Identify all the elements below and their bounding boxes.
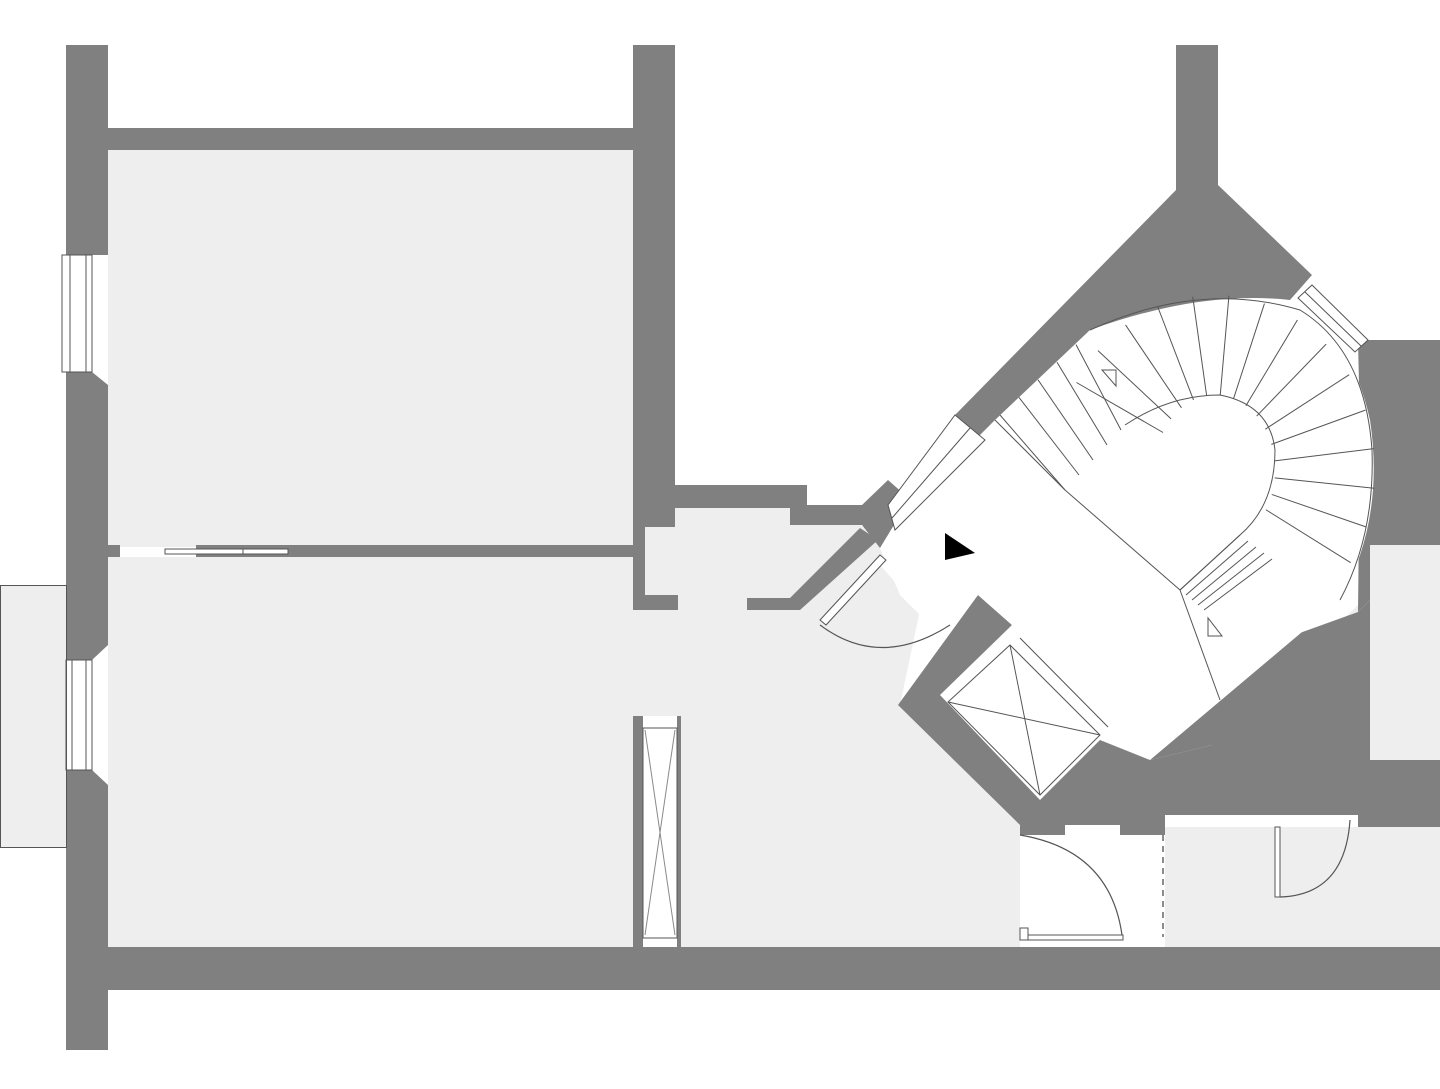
wall-left-lower [66,770,108,1050]
stair-tower-wall-right [1358,340,1440,612]
door-hall-leaf [819,554,887,626]
wall-top [108,128,633,150]
window-stair-top-right-line [1304,291,1362,347]
stair-tread [1125,324,1182,409]
stair-tread [1056,361,1108,446]
door-bottom-swing [1019,834,1123,936]
stair-tread [1265,374,1350,430]
wall-bottom [108,947,1440,990]
wardrobe [642,727,678,939]
room-lower-left-floor [108,557,635,947]
room-upper-left-floor [108,150,633,547]
stair-outer-arc [1089,298,1373,601]
stair-tread [1076,382,1164,433]
stair-landing [880,298,1374,760]
sliding-door-panel-a [164,548,244,555]
corridor-right-floor [1165,827,1440,947]
window-stair-left-line [891,427,971,519]
sliding-door-panel-b [242,548,289,555]
wardrobe-box [642,727,678,939]
elevator-icon [947,637,1109,796]
hall-floor [633,508,1020,947]
stair-tread [1037,379,1094,461]
window-left-lower [65,659,93,771]
wall-partition-middle [196,545,633,557]
stair-tread [999,414,1066,491]
stair-tread [1018,397,1080,476]
window-left-upper [61,254,93,373]
door-hall-swing [819,624,951,648]
stair-divider [1064,489,1181,591]
stair-tread [1157,306,1194,401]
stair-tread [1075,344,1122,431]
stair-tread [1274,448,1374,462]
wall-hall-top [675,485,862,525]
stair-tread [1274,477,1375,489]
stair-direction-arrow-bottom [1207,616,1224,637]
stair-tread [1203,558,1273,611]
elevator-door-line [1019,637,1109,728]
stair-tread [1271,409,1366,445]
wall-partition-stub [108,545,120,557]
stair-tread [1271,493,1367,528]
stair-landing-edge-lower [1179,589,1221,701]
wall-stub-right-bottom [1358,815,1440,827]
stair-tread [1245,319,1298,406]
door-right-swing [1279,819,1351,898]
elevator-cross-b [947,701,1101,736]
door-bottom-frame [1019,927,1029,941]
sliding-door [164,548,289,555]
wall-closet-left [633,716,643,947]
corner-room-floor [1370,545,1440,760]
door-bottom-leaf [1027,934,1124,941]
stair-tread [1179,534,1241,591]
wall-hall-diagonal [747,528,878,610]
stair-tread [1265,509,1351,564]
stair-tread [1191,546,1257,601]
stair-tread [1233,303,1265,399]
elevator-cross-a [1009,644,1041,796]
stair-tread [1185,540,1249,596]
wall-closet-right [677,716,681,947]
windows [61,254,1369,771]
stair-hall [880,295,1375,760]
stair-tower-wall-lower [1100,600,1440,825]
stair-tread [1097,350,1172,420]
window-stair-left [887,414,986,531]
wall-hall-left-notch [633,527,678,610]
walls [66,45,1440,1050]
elevator-shaft-wall [898,595,1212,835]
stair-steps [999,295,1375,611]
wall-left-middle [66,372,108,660]
balcony-floor [0,585,66,848]
stair-tread [1197,552,1265,606]
wall-left-upper-jamb [66,150,108,255]
stair-tread [1256,343,1327,417]
wall-center-vertical [633,45,675,527]
door-right-leaf [1274,826,1281,898]
wardrobe-diag-b [644,729,676,936]
stair-direction-arrow-top [1100,369,1117,388]
balcony-outline [0,585,67,848]
doors [819,554,1351,941]
stair-landing-edge [994,419,1066,491]
stair-tower-wall-top [955,45,1312,440]
entrance-triangle-icon [945,533,975,560]
stair-tread [1219,295,1230,396]
stair-tread [1192,296,1208,396]
